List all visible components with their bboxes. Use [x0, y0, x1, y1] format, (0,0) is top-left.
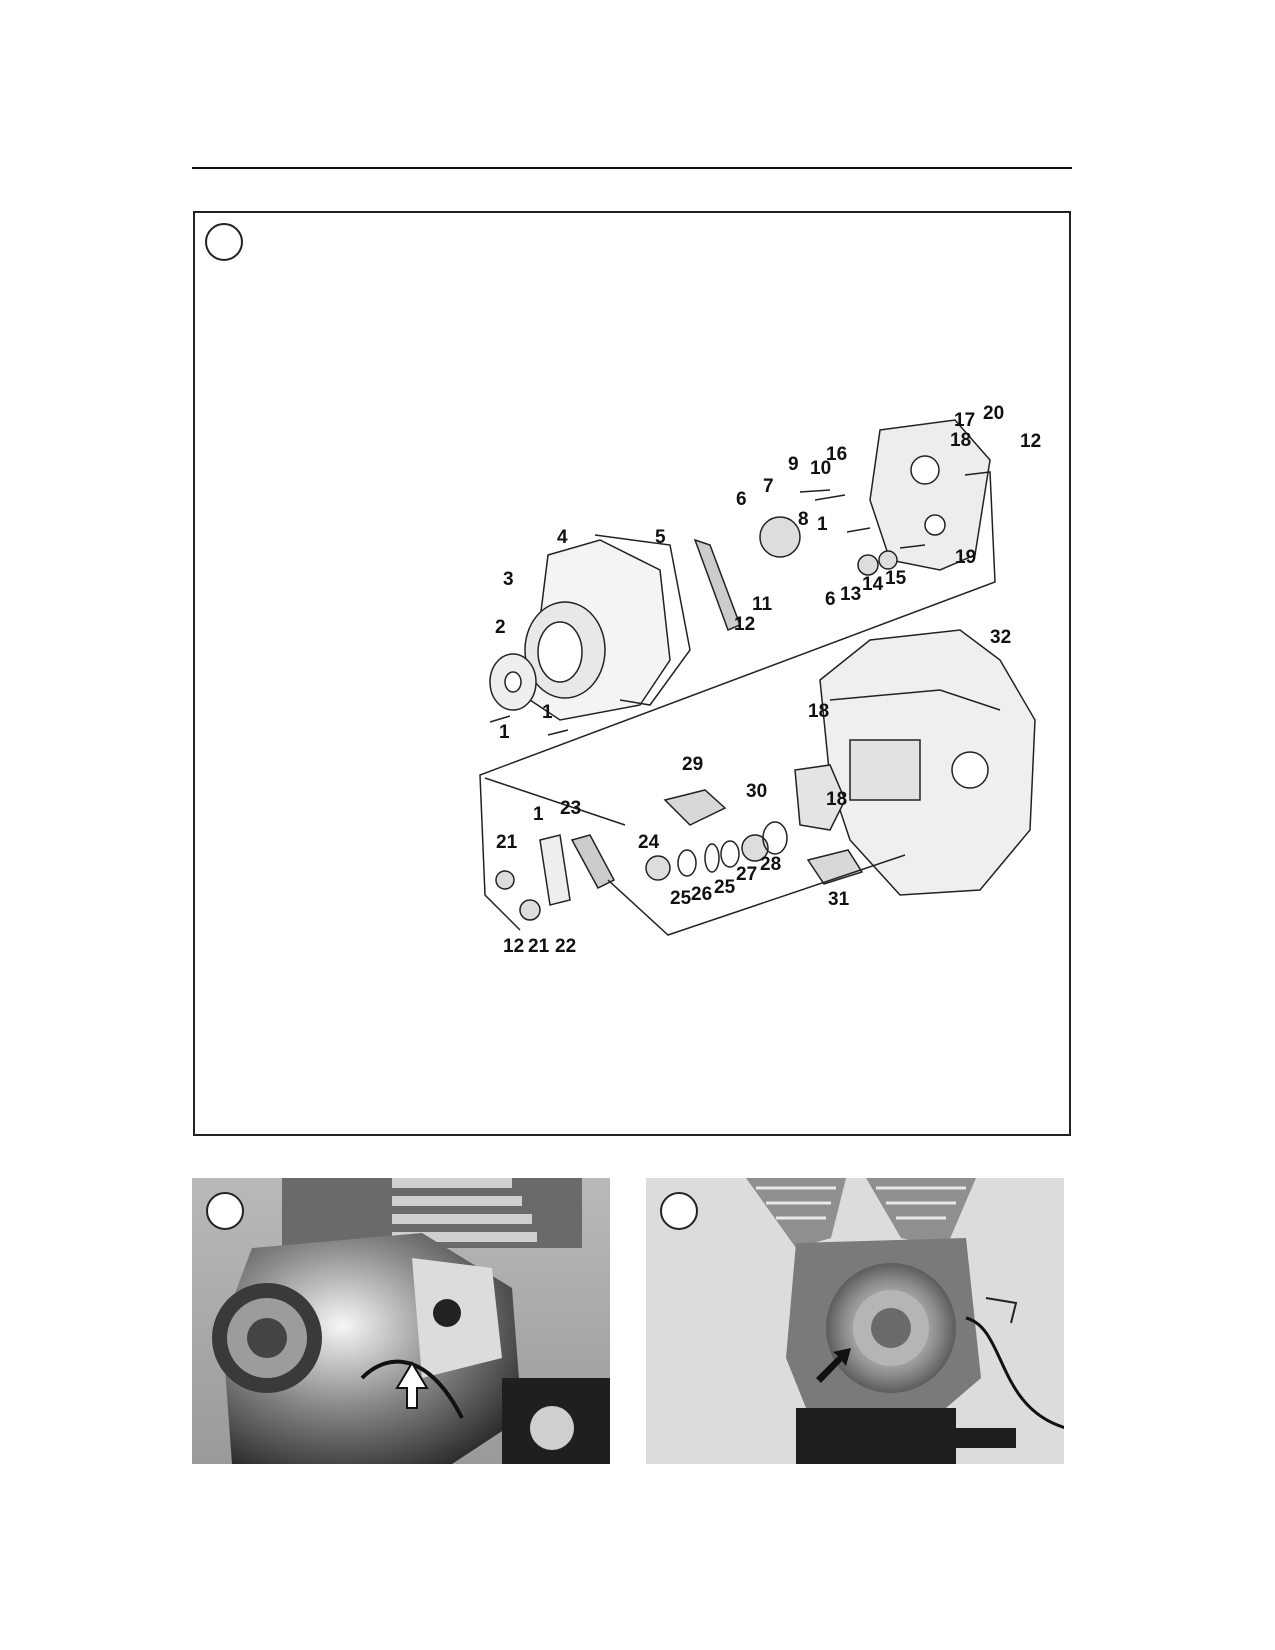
oil-pump-part [869, 419, 991, 571]
header-rule [192, 167, 1072, 169]
callout-25-right: 25 [714, 877, 736, 898]
callout-1-right: 1 [817, 514, 828, 535]
callout-7: 7 [763, 476, 774, 497]
callout-5: 5 [655, 527, 666, 548]
callout-12-top: 12 [1020, 431, 1041, 452]
cam-front-part [663, 789, 727, 826]
callout-2: 2 [495, 617, 506, 638]
cam-rear-part [806, 849, 864, 885]
exploded-diagram-frame [193, 211, 1071, 1136]
callout-1-lower: 1 [542, 702, 553, 723]
callout-15: 15 [885, 568, 907, 589]
callout-9: 9 [788, 454, 799, 475]
engine-front-photo [646, 1178, 1064, 1464]
engine-left-photo [192, 1178, 610, 1464]
callout-17: 17 [954, 410, 975, 431]
callout-30: 30 [746, 781, 767, 802]
callout-11: 11 [752, 594, 773, 615]
sprocket-part [759, 516, 801, 558]
callout-25-left: 25 [670, 888, 692, 909]
arrow-indicator [395, 1361, 429, 1409]
callout-29: 29 [682, 754, 703, 775]
callout-18-lower: 18 [826, 789, 847, 810]
callout-22: 22 [555, 936, 576, 957]
callout-23: 23 [560, 798, 581, 819]
callout-26: 26 [691, 884, 712, 905]
callout-12-middle: 12 [734, 614, 755, 635]
figure-number-circle [205, 223, 243, 261]
callout-14: 14 [862, 574, 884, 595]
gasket-part [594, 534, 691, 706]
callout-32: 32 [990, 627, 1011, 648]
callout-18-top: 18 [950, 430, 971, 451]
callout-8: 8 [798, 509, 809, 530]
cam-plate-part [794, 764, 846, 831]
callout-21-upper: 21 [496, 832, 518, 853]
callout-18-middle: 18 [808, 701, 829, 722]
callout-24: 24 [638, 832, 660, 853]
callout-16: 16 [826, 444, 847, 465]
chain-part [693, 538, 741, 631]
callout-3: 3 [503, 569, 514, 590]
tensioner-part [539, 834, 571, 906]
secondary-chain-part [570, 834, 616, 889]
callout-19: 19 [955, 547, 976, 568]
callout-12-bottom: 12 [503, 936, 524, 957]
callout-1-left: 1 [499, 722, 510, 743]
callout-10: 10 [810, 458, 831, 479]
callout-6-lower: 6 [825, 589, 836, 610]
callout-28: 28 [760, 854, 781, 875]
arrow-indicator [816, 1348, 851, 1383]
callout-27: 27 [736, 864, 757, 885]
callout-4: 4 [557, 527, 568, 548]
callout-31: 31 [828, 889, 850, 910]
callout-20: 20 [983, 403, 1004, 424]
callout-21-lower: 21 [528, 936, 550, 957]
callout-1-bottom: 1 [533, 804, 544, 825]
callout-13: 13 [840, 584, 861, 605]
callout-6-upper: 6 [736, 489, 747, 510]
